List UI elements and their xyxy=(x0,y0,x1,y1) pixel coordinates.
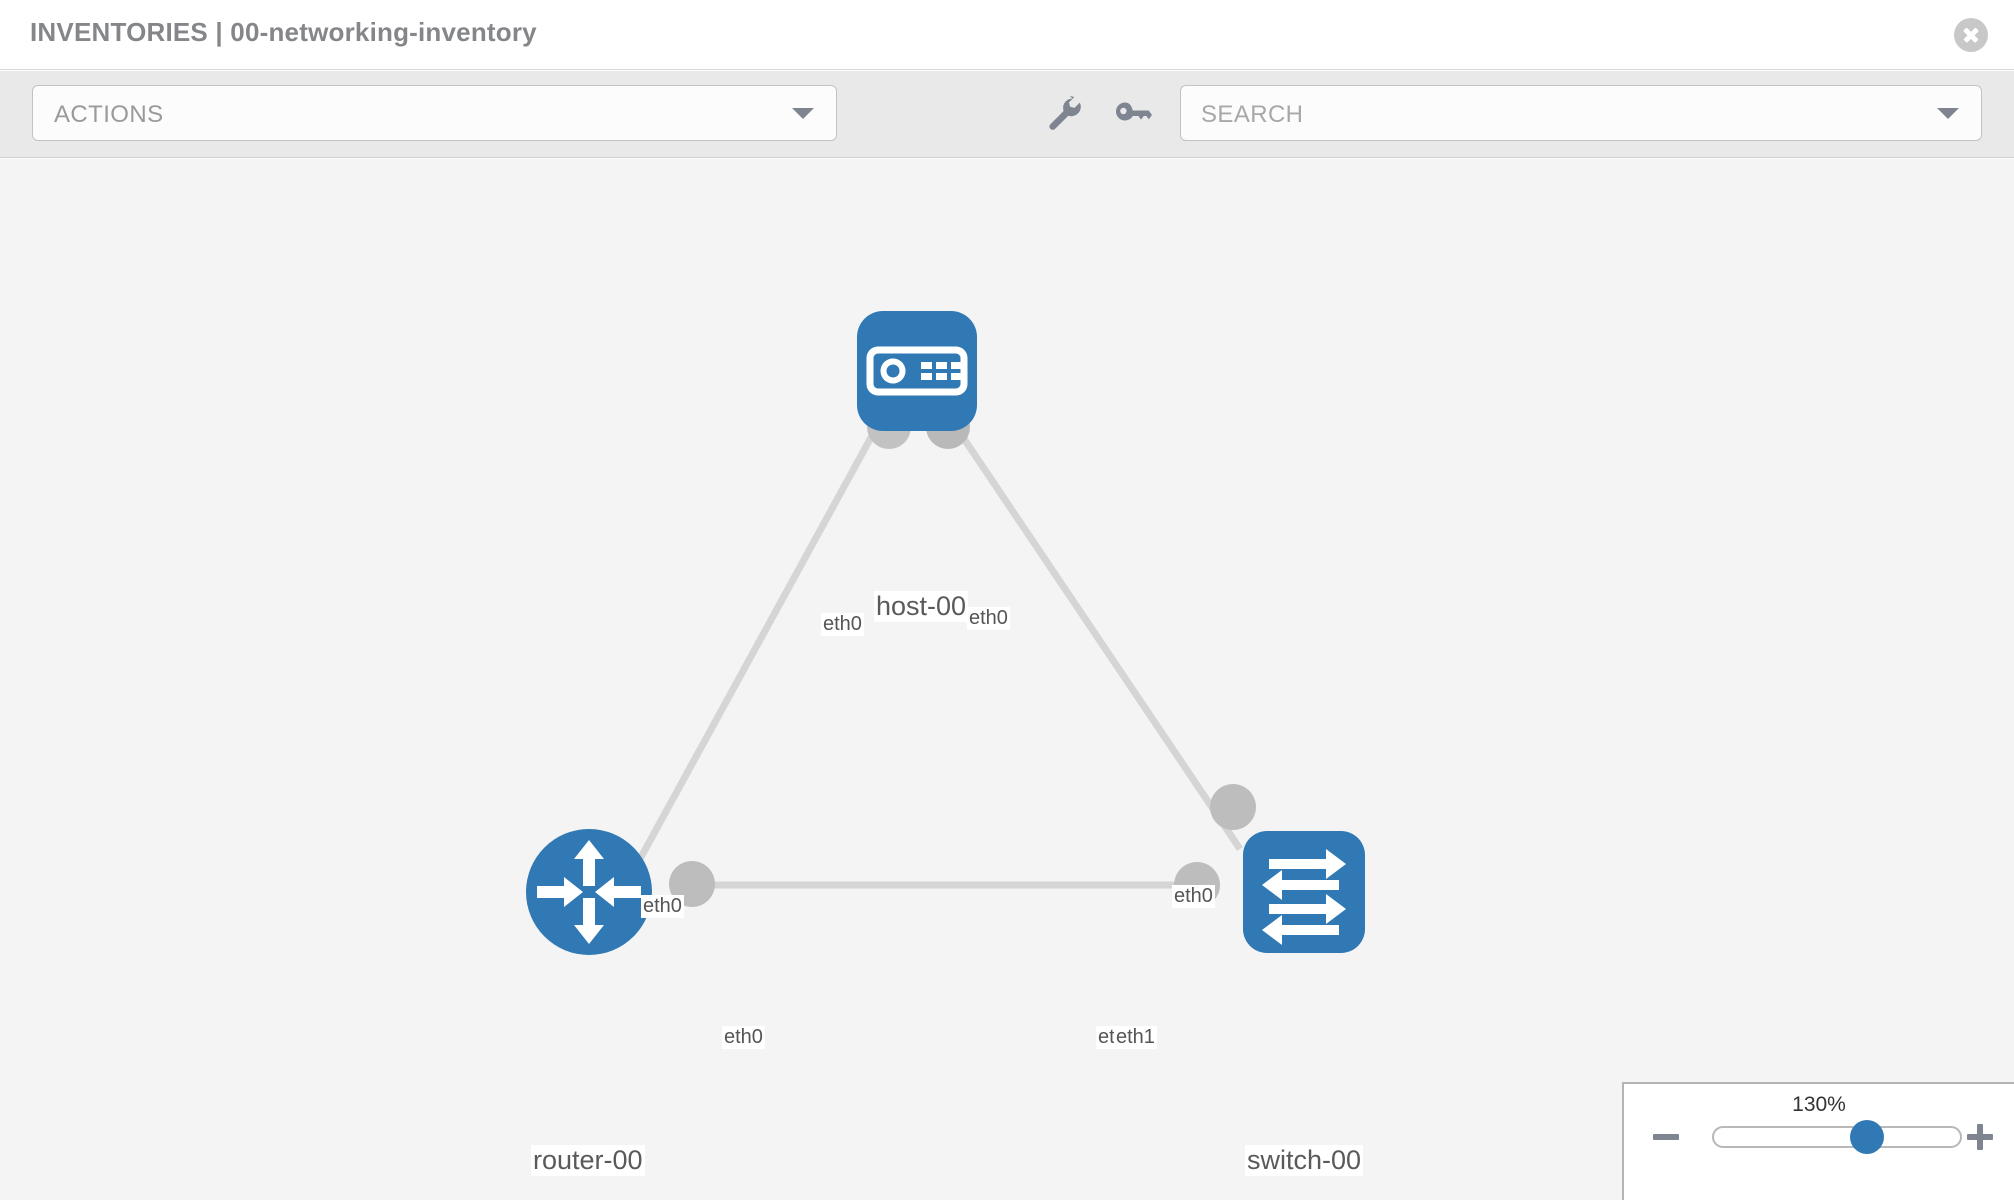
link-host00-router00[interactable] xyxy=(636,419,884,861)
minus-icon[interactable] xyxy=(1650,1121,1682,1153)
actions-dropdown-label: ACTIONS xyxy=(54,101,164,128)
plus-icon[interactable] xyxy=(1964,1121,1996,1153)
key-icon[interactable] xyxy=(1110,93,1152,135)
chevron-down-icon xyxy=(792,108,814,119)
zoom-control: 130% xyxy=(1622,1082,2014,1200)
node-label-switch-00[interactable]: switch-00 xyxy=(1245,1145,1364,1177)
chevron-down-icon[interactable] xyxy=(1937,108,1959,119)
iface-label-switch00-eth1[interactable]: eth1 xyxy=(1114,1026,1157,1049)
search-input[interactable]: SEARCH xyxy=(1180,85,1982,141)
node-label-host-00[interactable]: host-00 xyxy=(874,591,969,623)
search-placeholder: SEARCH xyxy=(1201,101,1304,128)
iface-label-router00-eth0[interactable]: eth0 xyxy=(722,1026,765,1049)
topology-canvas[interactable]: host-00 router-00 switch-00 eth0 eth0 et… xyxy=(0,159,2014,1200)
page-header: INVENTORIES | 00-networking-inventory xyxy=(0,0,2014,70)
node-label-router-00[interactable]: router-00 xyxy=(531,1145,645,1177)
zoom-slider[interactable] xyxy=(1712,1120,1962,1154)
iface-label-host00-eth0-right[interactable]: eth0 xyxy=(967,607,1010,630)
topology-graph xyxy=(526,311,1365,955)
iface-label-router00-eth0-uplink[interactable]: eth0 xyxy=(641,895,684,918)
close-icon[interactable] xyxy=(1954,18,1988,52)
iface-label-host00-eth0-left[interactable]: eth0 xyxy=(821,613,864,636)
page-title: INVENTORIES | 00-networking-inventory xyxy=(30,17,537,47)
zoom-level-label: 130% xyxy=(1792,1093,1846,1116)
toolbar: ACTIONS SEARCH xyxy=(0,71,2014,158)
topology-links xyxy=(636,419,1243,889)
iface-label-switch00-eth0-uplink[interactable]: eth0 xyxy=(1172,885,1215,908)
node-host-00-shape[interactable] xyxy=(857,311,977,431)
node-router-00[interactable] xyxy=(526,829,652,955)
link-host00-switch00[interactable] xyxy=(949,419,1243,851)
zoom-slider-handle[interactable] xyxy=(1849,1120,1884,1154)
node-host-00[interactable] xyxy=(857,311,977,431)
connector-switch00-eth0[interactable] xyxy=(1210,784,1256,830)
interface-connectors xyxy=(669,405,1256,908)
actions-dropdown[interactable]: ACTIONS xyxy=(32,85,837,141)
wrench-icon[interactable] xyxy=(1042,93,1084,135)
node-switch-00[interactable] xyxy=(1243,831,1365,953)
node-router-00-shape[interactable] xyxy=(526,829,652,955)
